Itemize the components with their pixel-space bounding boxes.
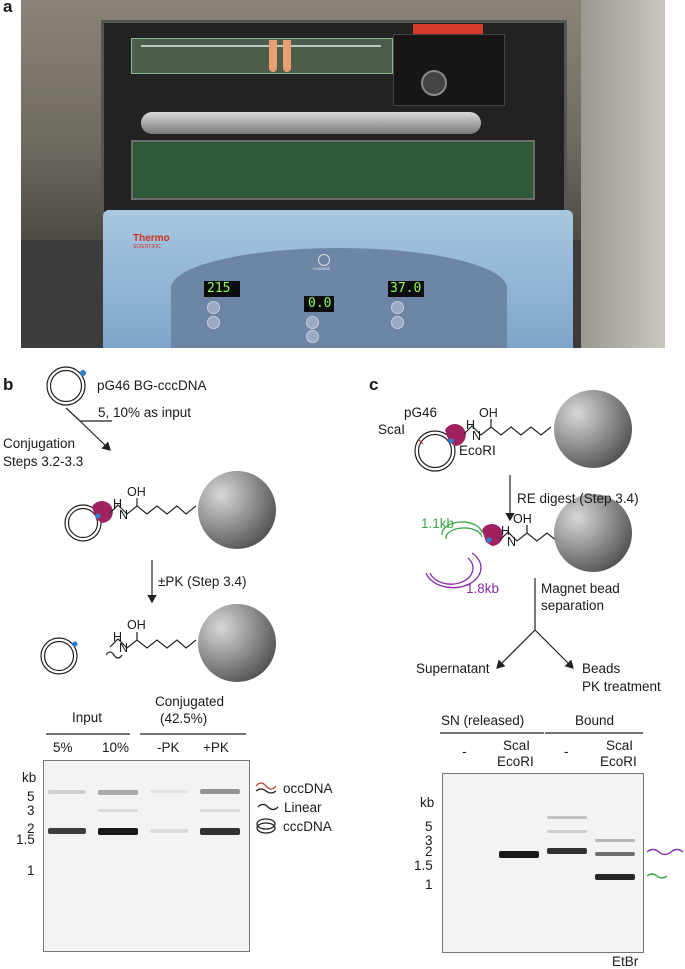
gel-b xyxy=(43,760,250,952)
linear-dna-icon xyxy=(257,803,279,811)
linker-c2-oh: OH xyxy=(513,512,532,526)
kb-label-b: kb xyxy=(22,770,37,785)
ladder-c-3: 3 xyxy=(425,833,433,848)
group-conjugated: Conjugated xyxy=(155,694,225,709)
arrow-beads xyxy=(534,629,574,669)
linker-n: N xyxy=(119,508,129,522)
lane-c-ecori: EcoRI xyxy=(497,754,534,769)
ladder-b-2: 2 xyxy=(27,821,35,836)
lane-5pct: 5% xyxy=(53,740,73,755)
stain-label: EtBr xyxy=(612,954,639,969)
group-sn: SN (released) xyxy=(441,713,525,728)
conjugation-label: Conjugation xyxy=(3,436,76,451)
linker-chain xyxy=(109,504,197,515)
marker-purple-icon xyxy=(646,848,684,856)
released-plasmid-icon xyxy=(40,637,78,675)
group-conjugated-pct: (42.5%) xyxy=(160,711,208,726)
lane-c-minus-2: - xyxy=(564,744,569,759)
linker-h: H xyxy=(113,497,123,511)
legend-occdna: occDNA xyxy=(283,781,333,796)
re-digest-label: RE digest (Step 3.4) xyxy=(517,491,639,506)
plasmid-icon xyxy=(46,366,86,406)
arrow-conjugation xyxy=(79,420,111,451)
lcd-time: 215 xyxy=(207,281,231,296)
pk-step-label: ±PK (Step 3.4) xyxy=(158,574,247,589)
input-note: 5, 10% as input xyxy=(98,405,192,420)
lane-c-scai-2: ScaI xyxy=(606,738,634,753)
arrow-input xyxy=(65,407,81,422)
scai-label: ScaI xyxy=(378,422,406,437)
power-label: CHANGE xyxy=(313,266,331,271)
arrow-supernatant xyxy=(496,629,536,669)
ladder-c-2: 2 xyxy=(425,844,433,859)
ecori-label: EcoRI xyxy=(459,443,496,458)
panel-letter-b: b xyxy=(3,375,14,394)
separation-label-2: separation xyxy=(541,598,605,613)
linker-n-2: N xyxy=(119,641,129,655)
linker-chain-2 xyxy=(109,638,197,649)
separation-label: Magnet bead xyxy=(541,581,620,596)
magnetic-bead-icon-2 xyxy=(198,604,276,682)
panel-letter-a: a xyxy=(3,0,13,16)
fragment-green-label: 1.1kb xyxy=(421,516,455,531)
ladder-b-1-5: 1.5 xyxy=(16,832,35,847)
branch-beads: Beads xyxy=(582,661,621,676)
lcd-temp: 37.0 xyxy=(390,281,422,296)
occdna-icon xyxy=(255,782,277,790)
lane-c-scai: ScaI xyxy=(503,738,531,753)
power-icon xyxy=(318,254,330,266)
plasmid-label: pG46 BG-cccDNA xyxy=(97,378,207,393)
linker-h-2: H xyxy=(113,630,123,644)
magnetic-bead-c-icon xyxy=(554,390,632,468)
linker-c-h: H xyxy=(466,418,476,432)
linker-c2-h: H xyxy=(501,524,511,538)
linker-chain-c xyxy=(463,425,552,436)
plasmid-c-icon xyxy=(414,424,466,472)
fragment-purple-icon xyxy=(425,552,482,589)
ladder-b-3: 3 xyxy=(27,803,35,818)
linker-oh-2: OH xyxy=(127,618,146,632)
linker-oh: OH xyxy=(127,485,146,499)
linker-c-oh: OH xyxy=(479,406,498,420)
lane-c-ecori-2: EcoRI xyxy=(600,754,637,769)
marker-green-icon xyxy=(646,873,668,879)
ladder-c-1: 1 xyxy=(425,877,433,892)
linker-c-n: N xyxy=(472,429,482,443)
brand-logo: Thermo xyxy=(133,233,170,244)
branch-supernatant: Supernatant xyxy=(416,661,490,676)
kb-label-c: kb xyxy=(420,795,435,810)
conjugation-steps: Steps 3.2-3.3 xyxy=(3,454,84,469)
lane-c-minus: - xyxy=(462,744,467,759)
group-input: Input xyxy=(72,710,103,725)
magnetic-bead-c2-icon xyxy=(554,494,632,572)
fragment-green-icon xyxy=(441,521,483,536)
lcd-speed: 0.0 xyxy=(308,296,332,311)
magnetic-bead-icon xyxy=(198,471,276,549)
cccdna-icon xyxy=(256,818,276,830)
ladder-c-1-5: 1.5 xyxy=(414,858,433,873)
branch-pk-treatment: PK treatment xyxy=(582,679,661,694)
gel-c xyxy=(442,773,644,953)
shaker-photo: Thermo SCIENTIFIC CHANGE 215 0.0 37.0 xyxy=(21,0,665,348)
ladder-c-5: 5 xyxy=(425,819,433,834)
fragment-purple-label: 1.8kb xyxy=(466,581,500,596)
lane-minus-pk: -PK xyxy=(157,740,180,755)
group-bound: Bound xyxy=(575,713,615,728)
panel-letter-c: c xyxy=(369,375,379,394)
legend-linear: Linear xyxy=(284,800,322,815)
brand-logo-sub: SCIENTIFIC xyxy=(133,244,161,250)
ladder-b-1: 1 xyxy=(27,863,35,878)
legend-cccdna: cccDNA xyxy=(283,819,332,834)
linker-c2-n: N xyxy=(507,535,517,549)
conjugated-plasmid-icon xyxy=(64,501,113,542)
lane-plus-pk: +PK xyxy=(203,740,229,755)
ladder-b-5: 5 xyxy=(27,789,35,804)
lane-10pct: 10% xyxy=(102,740,130,755)
plasmid-c-label: pG46 xyxy=(404,405,438,420)
